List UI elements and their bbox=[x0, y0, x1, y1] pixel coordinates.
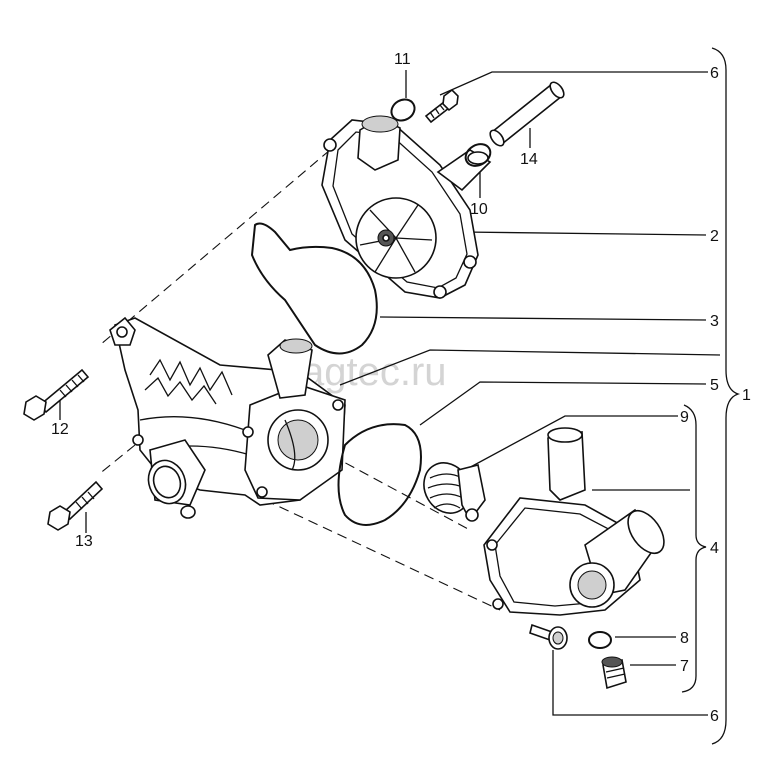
seal-ring-5 bbox=[337, 423, 422, 526]
callout-11: 11 bbox=[394, 51, 411, 68]
thermostat-cover-4 bbox=[483, 427, 665, 616]
callout-labels: 1 2 3 4 5 6 6 7 8 9 10 11 12 13 14 bbox=[51, 51, 751, 725]
bracket-group-4 bbox=[681, 404, 707, 693]
callout-12: 12 bbox=[51, 421, 69, 438]
callout-2: 2 bbox=[710, 228, 719, 245]
bolt-12 bbox=[23, 368, 90, 421]
bolt-6-top bbox=[424, 88, 459, 124]
bolt-13 bbox=[47, 480, 104, 531]
callout-6-top: 6 bbox=[710, 65, 719, 82]
callout-1: 1 bbox=[742, 387, 751, 404]
thermostat-housing bbox=[109, 316, 346, 519]
callout-10: 10 bbox=[470, 201, 488, 218]
o-ring-10 bbox=[464, 143, 492, 167]
water-pump bbox=[321, 115, 492, 299]
callout-13: 13 bbox=[75, 533, 93, 550]
callout-7: 7 bbox=[680, 658, 689, 675]
callout-4: 4 bbox=[710, 540, 719, 557]
bolt-6-bottom bbox=[529, 623, 568, 650]
callout-14: 14 bbox=[520, 151, 538, 168]
callout-3: 3 bbox=[710, 313, 719, 330]
callout-6-bottom: 6 bbox=[710, 708, 719, 725]
thermostat-9 bbox=[423, 462, 486, 522]
callout-5: 5 bbox=[710, 377, 719, 394]
pump-gasket bbox=[250, 222, 378, 355]
o-ring-8 bbox=[588, 631, 612, 649]
callout-9: 9 bbox=[680, 409, 689, 426]
plug-7 bbox=[601, 656, 627, 690]
pipe-14 bbox=[489, 81, 565, 147]
o-ring-11 bbox=[390, 98, 416, 122]
leader-lines bbox=[59, 70, 721, 716]
bracket-group-1 bbox=[711, 47, 741, 745]
callout-8: 8 bbox=[680, 630, 689, 647]
